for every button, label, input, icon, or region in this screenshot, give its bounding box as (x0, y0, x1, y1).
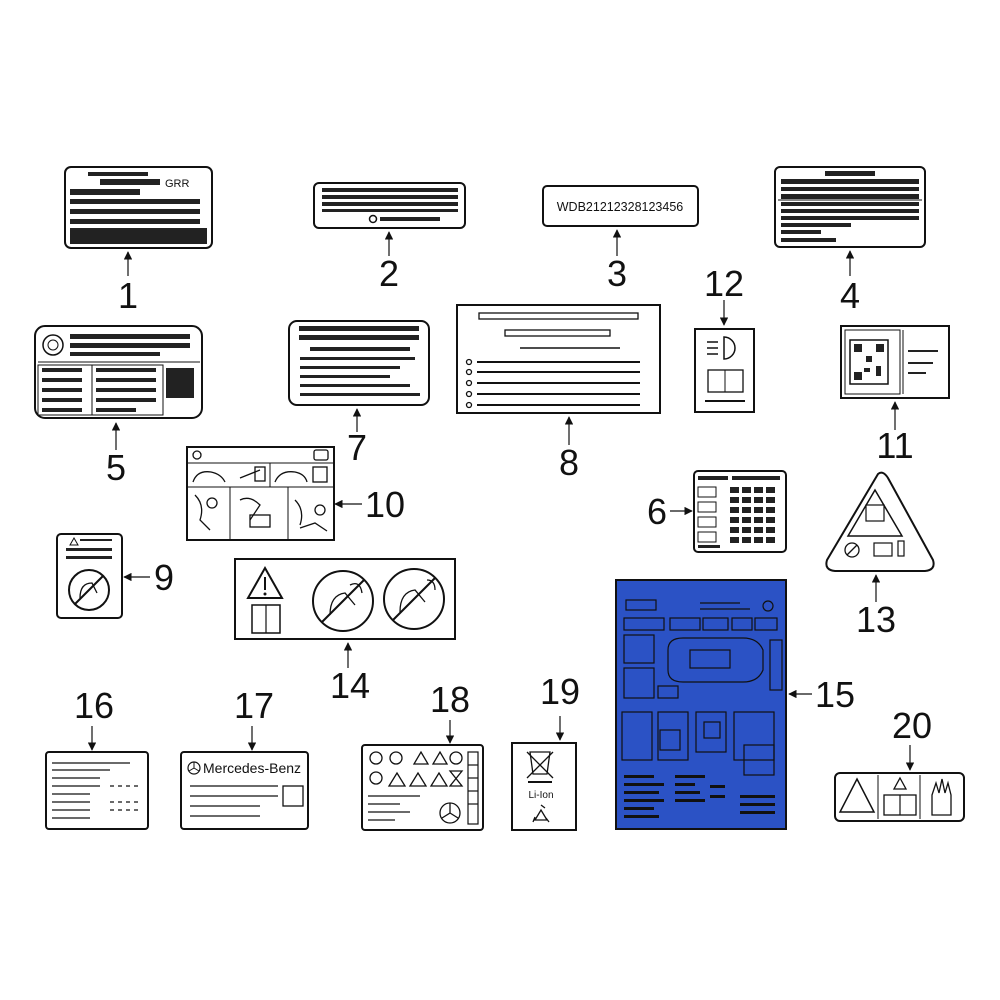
callout-19: 19 (540, 671, 580, 712)
callout-7: 7 (347, 427, 367, 468)
callout-18: 18 (430, 679, 470, 720)
callout-11: 11 (876, 425, 913, 466)
label-2-emission-sticker[interactable] (313, 182, 466, 229)
callout-2: 2 (379, 253, 399, 294)
label-14-airbag-warning-sticker[interactable] (234, 558, 456, 640)
callout-15: 15 (815, 674, 855, 715)
label-6-fuse-chart-sticker[interactable] (693, 470, 787, 553)
callout-12: 12 (704, 263, 744, 304)
label-20-warning-sticker[interactable] (834, 772, 965, 822)
label-16-info-sticker[interactable] (45, 751, 149, 830)
label-5-tire-info-sticker[interactable] (34, 325, 203, 419)
label-15-fuse-box-diagram-sticker[interactable] (615, 579, 787, 830)
callout-20: 20 (892, 705, 932, 746)
callout-6: 6 (647, 491, 667, 532)
brand-text: Mercedes-Benz (203, 760, 301, 776)
label-19-li-ion-recycle-sticker[interactable]: Li-Ion (511, 742, 577, 831)
label-1-tire-pressure-sticker[interactable]: GRR (64, 166, 213, 249)
label-13-triangle-warning-sticker[interactable] (825, 471, 935, 572)
callout-17: 17 (234, 685, 274, 726)
callout-4: 4 (840, 275, 860, 316)
label-12-headlamp-sticker[interactable] (694, 328, 755, 413)
label-7-info-sticker[interactable] (288, 320, 430, 406)
label-11-qr-code-sticker[interactable] (840, 325, 950, 399)
label-18-battery-warning-sticker[interactable] (361, 744, 484, 831)
label-10-airbag-warning-sticker[interactable] (186, 446, 335, 541)
callout-3: 3 (607, 253, 627, 294)
callout-14: 14 (330, 665, 370, 706)
label-3-vin-sticker[interactable]: WDB21212328123456 (542, 185, 699, 227)
callout-5: 5 (106, 447, 126, 488)
callout-13: 13 (856, 599, 896, 640)
label-17-mercedes-benz-sticker[interactable]: Mercedes-Benz (180, 751, 309, 830)
callout-16: 16 (74, 685, 114, 726)
label-8-info-sticker[interactable] (456, 304, 661, 414)
label-9-child-seat-warning-sticker[interactable] (56, 533, 123, 619)
callout-8: 8 (559, 442, 579, 483)
vin-text: WDB21212328123456 (557, 200, 684, 214)
callout-1: 1 (118, 275, 138, 316)
label-4-vehicle-info-sticker[interactable] (774, 166, 926, 248)
callout-10: 10 (365, 484, 405, 525)
svg-text:GRR: GRR (165, 178, 190, 190)
callout-9: 9 (154, 557, 174, 598)
li-ion-text: Li-Ion (528, 790, 553, 801)
